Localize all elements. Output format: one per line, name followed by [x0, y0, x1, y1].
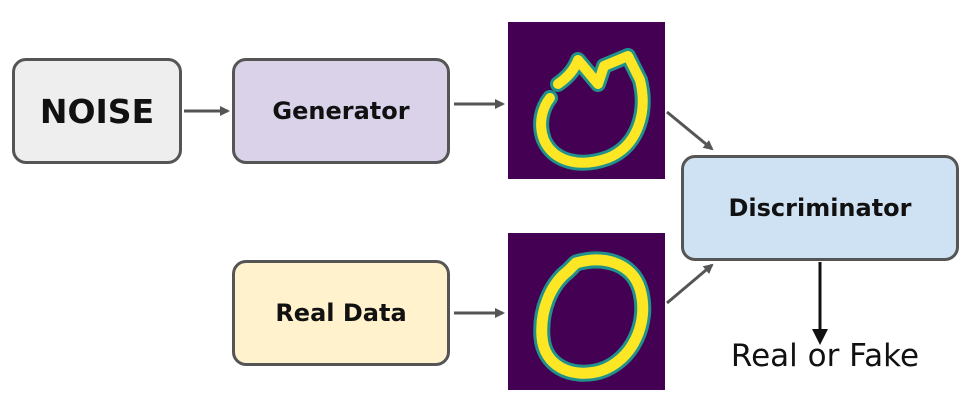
real-digit-image [508, 233, 665, 390]
arrow-fake-to-discriminator [666, 110, 714, 151]
discriminator-node: Discriminator [681, 155, 959, 261]
noise-label: NOISE [39, 91, 155, 131]
output-label: Real or Fake [730, 338, 920, 374]
generator-node: Generator [232, 58, 450, 164]
generated-digit-image [508, 22, 665, 179]
noise-node: NOISE [12, 58, 182, 164]
real-data-label: Real Data [275, 299, 407, 327]
arrow-real-to-discriminator [666, 263, 714, 305]
generator-label: Generator [272, 97, 410, 125]
discriminator-label: Discriminator [728, 194, 912, 222]
real-data-node: Real Data [232, 260, 450, 366]
